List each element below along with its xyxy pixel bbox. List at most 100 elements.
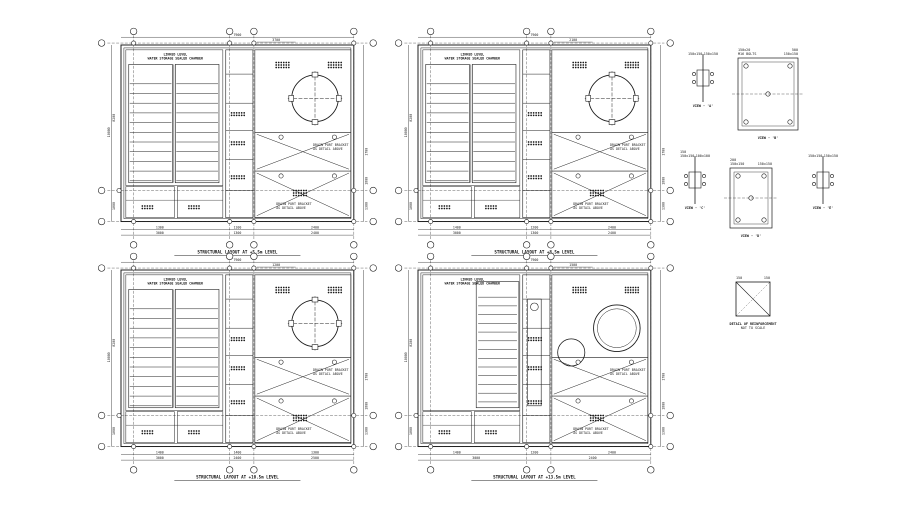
plan-title: STRUCTURAL LAYOUT AT +13.5m LEVEL — [493, 475, 576, 480]
dimension-top-partial: 2100 — [569, 38, 577, 42]
bottom-bolt-group-2 — [485, 205, 497, 210]
bolt — [327, 289, 330, 291]
bolt — [297, 414, 300, 417]
bolt — [485, 207, 487, 210]
bolt — [151, 205, 154, 207]
bolt — [594, 414, 597, 417]
bolt — [193, 432, 195, 435]
detail-bolt-icon — [787, 63, 793, 69]
dimension-left-upper: 8200 — [112, 339, 116, 347]
bolt — [332, 289, 335, 291]
bolt — [589, 417, 592, 419]
bolt — [530, 141, 532, 143]
bolt — [634, 291, 637, 294]
bolt — [280, 66, 283, 69]
bolt — [527, 114, 530, 117]
detail-cleat — [688, 171, 702, 189]
bolt — [287, 66, 290, 69]
bolt — [577, 291, 580, 294]
bolt — [292, 192, 295, 194]
bolt — [572, 61, 575, 64]
bolt — [285, 66, 288, 69]
bolt — [300, 192, 303, 194]
bolt — [535, 143, 538, 146]
bolt — [337, 64, 340, 66]
bolt — [282, 61, 285, 64]
bolt — [582, 291, 585, 294]
bolt — [243, 114, 246, 117]
dimension-bottom: 3000 — [156, 456, 164, 460]
bolt — [240, 175, 243, 177]
bolt — [305, 417, 308, 419]
bolt — [584, 286, 587, 289]
bolt — [438, 430, 441, 432]
bolt — [340, 64, 343, 66]
column-marker — [548, 444, 554, 449]
column-marker — [131, 444, 137, 449]
bolt — [540, 114, 543, 117]
bolt — [238, 114, 241, 117]
bolt — [602, 189, 605, 192]
stair-zone-outline — [125, 274, 224, 411]
bolt — [233, 114, 235, 117]
bolt — [599, 194, 602, 197]
bolt — [530, 368, 532, 371]
column-marker — [351, 188, 357, 193]
bolt — [297, 189, 300, 192]
bottom-room-right — [474, 411, 521, 443]
bolt — [438, 432, 441, 435]
cross-brace — [553, 134, 647, 170]
bolt — [540, 368, 543, 371]
grid-bubble-icon — [523, 241, 531, 249]
bolt — [594, 192, 597, 194]
bolt — [527, 366, 530, 368]
dimension-left-overall: 10000 — [107, 352, 111, 362]
bracket-note-1-line-1: DRAIN PORT BRACKET — [610, 143, 646, 147]
bolt — [443, 432, 446, 435]
bolt — [305, 414, 308, 417]
detail-bolt-icon — [702, 174, 706, 178]
bolt — [532, 177, 535, 180]
brace-bolt-group — [589, 189, 605, 197]
bolt — [287, 289, 290, 291]
bolt — [305, 192, 308, 194]
bolt — [230, 366, 233, 368]
bolt — [535, 337, 538, 339]
column-marker — [648, 188, 654, 193]
stair-flight-right — [175, 289, 220, 409]
column-marker — [548, 219, 554, 224]
detail-dimension-label: 150x150 — [730, 162, 744, 166]
bolt — [330, 291, 332, 294]
brace-bolt-group — [589, 414, 605, 422]
bolt — [233, 400, 235, 402]
tank-support — [608, 71, 616, 78]
dimension-right: 1700 — [661, 148, 665, 156]
bolt — [637, 66, 640, 69]
bolt — [235, 339, 238, 342]
bolt — [535, 141, 538, 143]
bolt — [277, 291, 280, 294]
bottom-room-left — [125, 411, 175, 443]
bolt — [599, 192, 602, 194]
bolt — [532, 141, 535, 143]
bolt — [540, 177, 543, 180]
bolt — [527, 143, 530, 146]
bolt — [149, 430, 151, 432]
bolt — [332, 64, 335, 66]
bolt — [440, 207, 443, 210]
detail-dimension-label: 150 — [764, 276, 770, 280]
bolt — [535, 402, 538, 405]
bolt — [579, 291, 582, 294]
cross-brace — [256, 134, 350, 170]
bolt — [235, 366, 238, 368]
bolt — [230, 400, 233, 402]
bolt — [627, 66, 629, 69]
central-band — [225, 49, 254, 218]
plan-title: STRUCTURAL LAYOUT AT +5.5m LEVEL — [197, 250, 278, 255]
detail-subtitle: NOT TO SCALE — [741, 326, 766, 330]
